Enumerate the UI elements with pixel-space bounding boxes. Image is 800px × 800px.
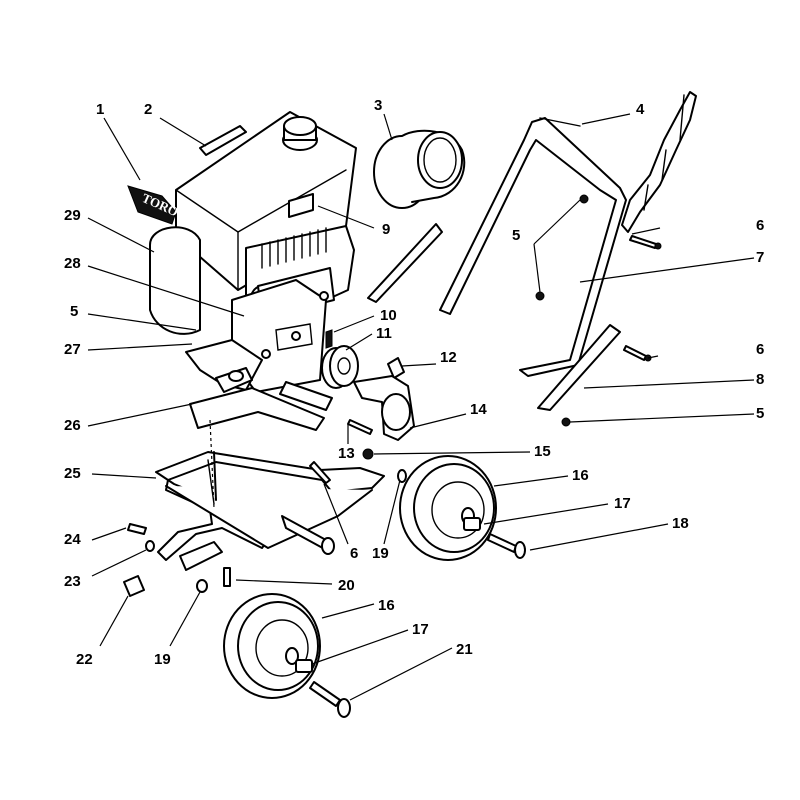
bolt-13	[347, 419, 373, 435]
callout-7: 7	[756, 249, 764, 266]
callout-21: 21	[456, 641, 473, 658]
callout-14: 14	[470, 401, 487, 418]
nut-5a	[579, 194, 589, 204]
callout-4: 4	[636, 101, 645, 118]
bolt-24	[127, 523, 147, 535]
callout-26: 26	[64, 417, 81, 434]
callout-15: 15	[534, 443, 551, 460]
callout-20: 20	[338, 577, 355, 594]
callout-8: 8	[756, 371, 764, 388]
callout-28: 28	[64, 255, 81, 272]
decal-part-2	[199, 125, 247, 156]
nut-15	[362, 448, 374, 460]
callout-12: 12	[440, 349, 457, 366]
pulley-part-11	[321, 345, 359, 389]
callout-23: 23	[64, 573, 81, 590]
callout-19a: 19	[372, 545, 389, 562]
handle-grip	[621, 91, 697, 233]
nut-22	[123, 575, 145, 597]
spacer-19a	[397, 469, 407, 483]
nut-5c	[561, 417, 571, 427]
bolt-21	[309, 681, 351, 718]
key-part-10	[325, 329, 333, 349]
top-bar-part-4	[539, 117, 581, 127]
callout-6a: 6	[756, 217, 764, 234]
callout-5c: 5	[756, 405, 764, 422]
bolt-18	[487, 533, 526, 559]
callout-17b: 17	[412, 621, 429, 638]
callout-5b: 5	[70, 303, 78, 320]
nut-5b	[535, 291, 545, 301]
pulley-guard-part-14	[353, 375, 415, 441]
belt-guard-strip	[367, 223, 443, 303]
bolt-6c	[309, 461, 331, 484]
engine-block	[149, 225, 355, 393]
engine-base-bracket	[185, 339, 263, 393]
spacer-19b	[196, 579, 208, 593]
wheel-16b	[223, 593, 321, 699]
callout-2: 2	[144, 101, 152, 118]
bolt-6b	[623, 345, 652, 362]
air-cleaner-part-3	[373, 129, 466, 209]
callout-13: 13	[338, 445, 355, 462]
decal-part-9	[288, 193, 314, 218]
callout-22: 22	[76, 651, 93, 668]
callout-29: 29	[64, 207, 81, 224]
handle-brace	[537, 324, 621, 411]
callout-labels: 1 2 3 4 5 6 29 9 7 28 5 10 11 6 27 12 8 …	[64, 97, 764, 668]
callout-10: 10	[380, 307, 397, 324]
callout-16a: 16	[572, 467, 589, 484]
callout-9: 9	[382, 221, 390, 238]
callout-5a: 5	[512, 227, 520, 244]
callout-24: 24	[64, 531, 81, 548]
callout-17a: 17	[614, 495, 631, 512]
toro-logo: TORO	[127, 185, 181, 225]
screw-20	[223, 567, 231, 587]
callout-19b: 19	[154, 651, 171, 668]
callout-16b: 16	[378, 597, 395, 614]
bolt-6a	[629, 235, 662, 250]
bracket-part-12	[387, 357, 405, 379]
mounting-plate-26	[189, 381, 333, 431]
axle-part	[281, 515, 335, 555]
callout-6b: 6	[756, 341, 764, 358]
leader-lines	[87, 113, 755, 701]
bushing-17b	[295, 659, 313, 673]
callout-25: 25	[64, 465, 81, 482]
callout-11: 11	[376, 325, 392, 342]
bushing-17a	[463, 517, 481, 531]
washer-23	[145, 540, 155, 552]
callout-18: 18	[672, 515, 689, 532]
callout-27: 27	[64, 341, 81, 358]
callout-3: 3	[374, 97, 382, 114]
upper-handle	[439, 117, 627, 377]
callout-6c: 6	[350, 545, 358, 562]
wheel-16a	[399, 455, 497, 561]
callout-1: 1	[96, 101, 104, 118]
